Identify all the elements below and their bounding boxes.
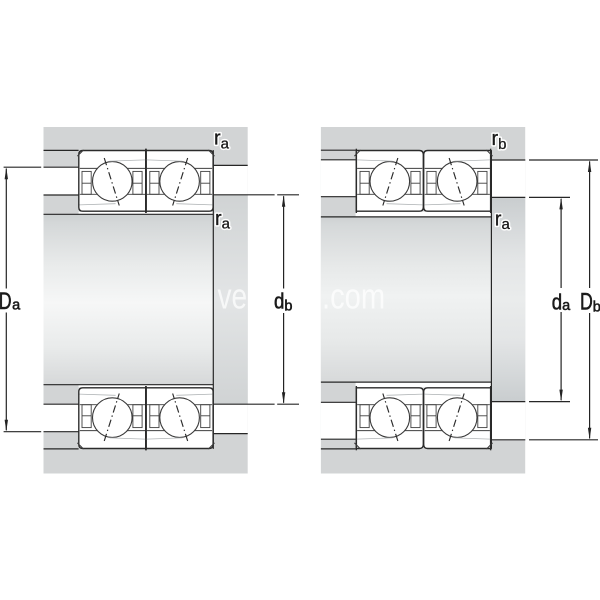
svg-text:b: b <box>593 300 600 316</box>
svg-text:a: a <box>12 298 21 314</box>
svg-text:d: d <box>274 290 284 314</box>
svg-text:d: d <box>552 291 562 315</box>
svg-text:b: b <box>284 299 292 315</box>
svg-text:d: d <box>274 290 284 314</box>
svg-text:a: a <box>562 298 571 314</box>
svg-text:D: D <box>0 289 12 315</box>
svg-text:d: d <box>552 291 562 315</box>
svg-text:D: D <box>0 289 12 315</box>
svg-text:b: b <box>593 300 600 316</box>
svg-text:ve: ve <box>217 276 247 316</box>
svg-text:.com: .com <box>322 276 385 317</box>
svg-text:a: a <box>562 298 571 314</box>
svg-text:b: b <box>284 299 292 315</box>
svg-text:D: D <box>580 289 593 315</box>
svg-text:a: a <box>12 298 21 314</box>
svg-text:D: D <box>580 289 593 315</box>
